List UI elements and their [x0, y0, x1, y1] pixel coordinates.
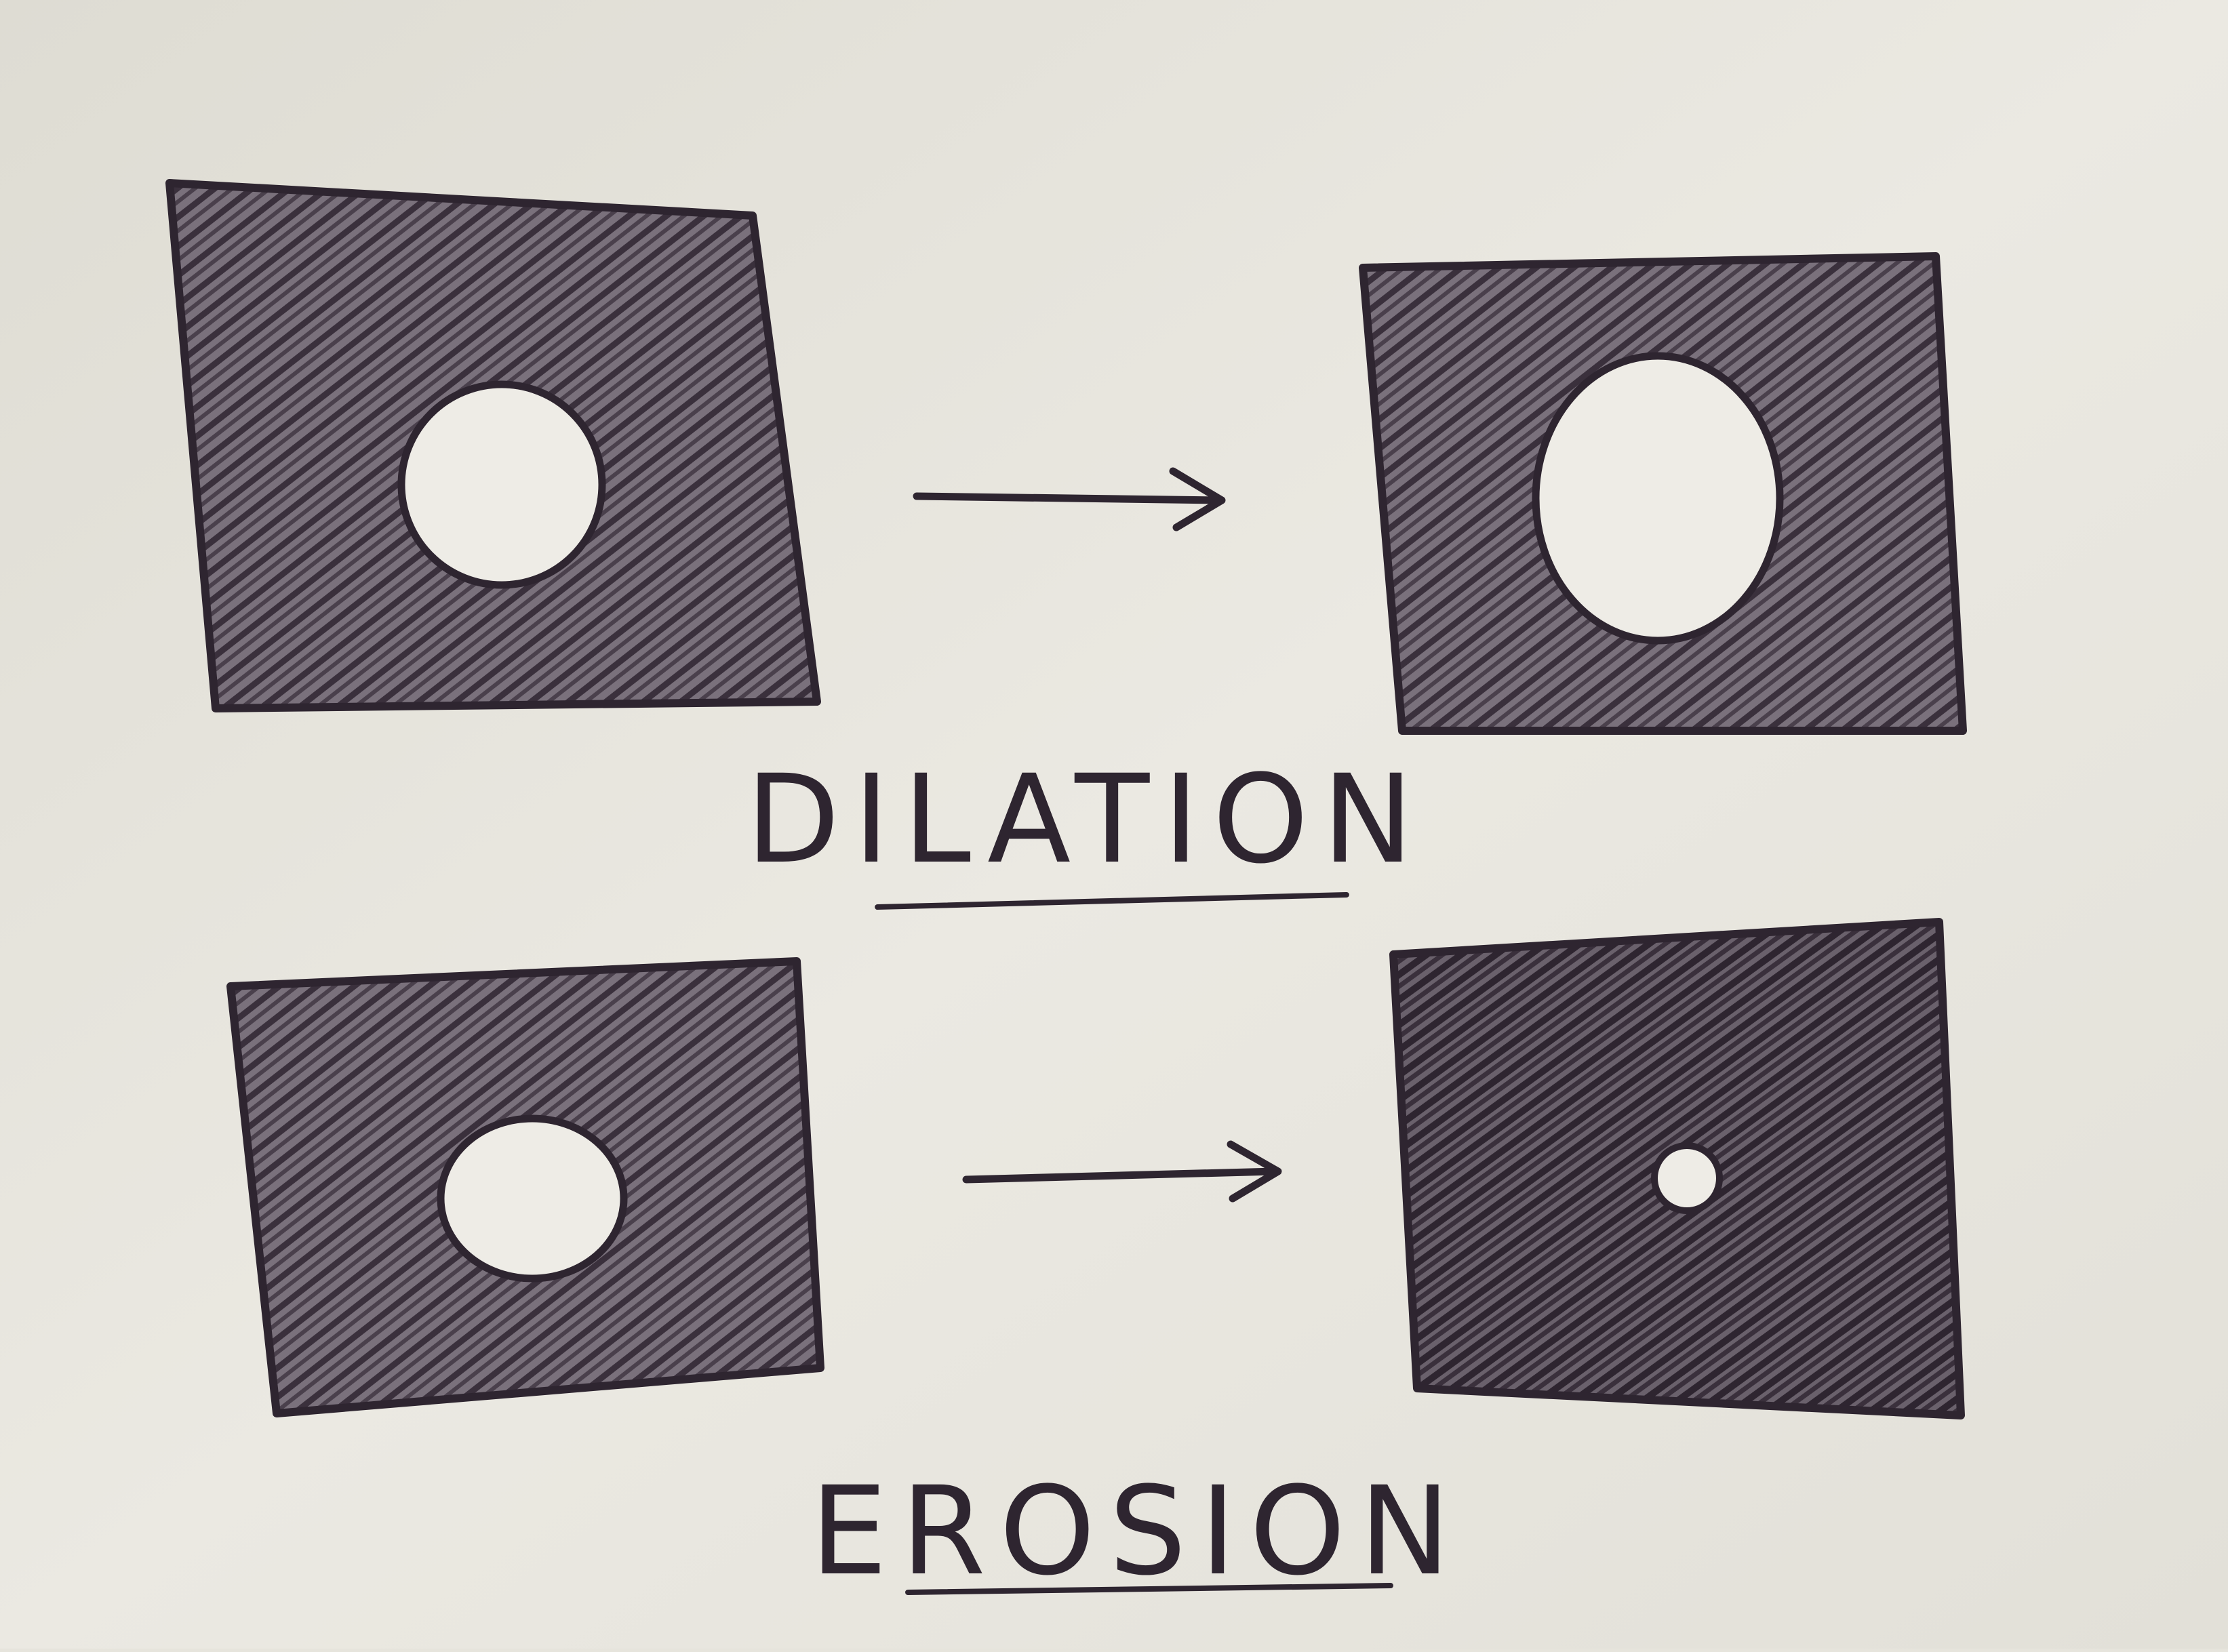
erosion-input-hole — [437, 1114, 628, 1283]
dilation-output-hole — [1532, 352, 1784, 645]
dilation-input-panel — [165, 179, 821, 712]
dilation-arrow — [913, 467, 1226, 531]
erosion-output-hole — [1651, 1142, 1723, 1214]
dilation-output-panel — [1359, 252, 1967, 735]
erosion-output-panel — [1389, 918, 1965, 1419]
erosion-label-block: EROSION — [810, 1471, 1464, 1596]
dilation-label-block: DILATION — [746, 759, 1427, 910]
erosion-arrow — [962, 1140, 1282, 1203]
erosion-label: EROSION — [810, 1461, 1465, 1603]
dilation-label: DILATION — [746, 749, 1427, 891]
erosion-input-panel — [226, 957, 824, 1417]
dilation-input-hole — [397, 380, 606, 589]
